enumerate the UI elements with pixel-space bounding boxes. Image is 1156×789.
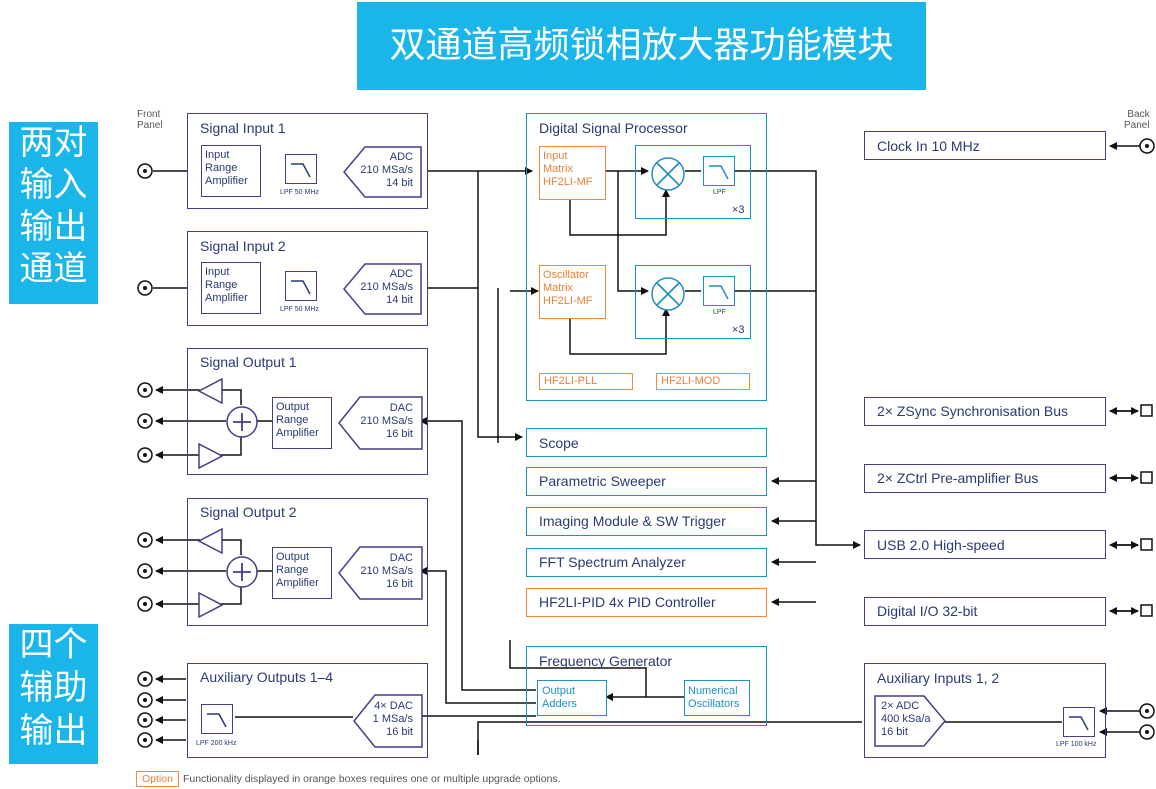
signal-output-2-block: Signal Output 2 Output Range Amplifier D… — [187, 498, 428, 626]
aux-inputs-block: Auxiliary Inputs 1, 2 2× ADC 400 kSa/a 1… — [864, 663, 1106, 758]
frequency-generator-block: Frequency Generator Output Adders Numeri… — [526, 646, 767, 726]
page-title: 双通道高频锁相放大器功能模块 — [357, 2, 926, 90]
zsync-bus[interactable]: 2× ZSync Synchronisation Bus — [864, 397, 1106, 426]
aux-inputs-title: Auxiliary Inputs 1, 2 — [877, 670, 1000, 686]
input-matrix: Input Matrix HF2LI-MF — [539, 146, 606, 200]
pll-option: HF2LI-PLL — [539, 373, 633, 390]
lpf-icon — [285, 271, 317, 301]
mixer-icon — [651, 157, 685, 191]
digital-io[interactable]: Digital I/O 32-bit — [864, 597, 1106, 626]
adc-label: ADC 210 MSa/s 14 bit — [360, 268, 413, 306]
adc-shape — [874, 695, 946, 747]
signal-input-2-block: Signal Input 2 Input Range Amplifier LPF… — [187, 231, 428, 326]
numerical-oscillators: Numerical Oscillators — [684, 680, 750, 716]
pid-module[interactable]: HF2LI-PID 4x PID Controller — [526, 588, 767, 617]
signal-input-1-block: Signal Input 1 Input Range Amplifier LPF… — [187, 113, 428, 209]
dsp-title: Digital Signal Processor — [539, 120, 688, 136]
output-adders: Output Adders — [537, 680, 607, 716]
adc-label: ADC 210 MSa/s 14 bit — [360, 151, 413, 189]
dac-shape — [353, 694, 423, 748]
adc-shape — [343, 146, 422, 198]
x3-label: ×3 — [732, 324, 745, 336]
clock-in[interactable]: Clock In 10 MHz — [864, 131, 1106, 160]
signal-input-1-title: Signal Input 1 — [200, 120, 286, 136]
lpf-label: LPF 100 kHz — [1056, 741, 1097, 748]
demodulator-2: LPF ×3 — [635, 265, 751, 339]
option-legend: Option — [136, 771, 179, 787]
adder-icon — [226, 406, 258, 438]
io-channels-label: 两对 输入 输出 通道 — [9, 122, 98, 304]
dac-label: 4× DAC 1 MSa/s 16 bit — [372, 700, 413, 738]
demodulator-1: LPF ×3 — [635, 145, 751, 219]
dsp-block: Digital Signal Processor Input Matrix HF… — [526, 113, 767, 401]
buffer-icon — [198, 528, 223, 554]
lpf-label: LPF 50 MHz — [280, 189, 319, 196]
signal-input-2-title: Signal Input 2 — [200, 238, 286, 254]
usb-port[interactable]: USB 2.0 High-speed — [864, 530, 1106, 559]
lpf-icon — [285, 154, 317, 184]
adc-shape — [343, 263, 422, 315]
lpf-icon — [703, 276, 735, 306]
output-range-amplifier: Output Range Amplifier — [272, 397, 332, 449]
imaging-module[interactable]: Imaging Module & SW Trigger — [526, 507, 767, 536]
signal-output-1-block: Signal Output 1 Output Range Amplifier D… — [187, 348, 428, 475]
mod-option: HF2LI-MOD — [656, 373, 750, 390]
aux-outputs-block: Auxiliary Outputs 1–4 LPF 200 kHz 4× DAC… — [187, 663, 428, 758]
input-range-amplifier: Input Range Amplifier — [201, 262, 261, 314]
adc-label: 2× ADC 400 kSa/a 16 bit — [881, 700, 931, 738]
lpf-icon — [201, 704, 233, 734]
oscillator-matrix: Oscillator Matrix HF2LI-MF — [539, 265, 606, 319]
mixer-icon — [651, 277, 685, 311]
buffer-icon — [198, 592, 223, 618]
front-panel-label: Front Panel — [137, 109, 163, 131]
dac-shape — [338, 396, 423, 450]
dac-label: DAC 210 MSa/s 16 bit — [360, 402, 413, 440]
fft-module[interactable]: FFT Spectrum Analyzer — [526, 548, 767, 577]
aux-outputs-title: Auxiliary Outputs 1–4 — [200, 669, 334, 685]
dac-label: DAC 210 MSa/s 16 bit — [360, 552, 413, 590]
x3-label: ×3 — [732, 204, 745, 216]
scope-module[interactable]: Scope — [526, 428, 767, 457]
aux-outputs-label: 四个 辅助 输出 — [9, 624, 98, 764]
option-note: Functionality displayed in orange boxes … — [182, 773, 561, 785]
sweeper-module[interactable]: Parametric Sweeper — [526, 467, 767, 496]
zctrl-bus[interactable]: 2× ZCtrl Pre-amplifier Bus — [864, 464, 1106, 493]
lpf-icon — [703, 156, 735, 186]
lpf-label: LPF 200 kHz — [196, 740, 237, 747]
buffer-icon — [198, 378, 223, 404]
signal-output-2-title: Signal Output 2 — [200, 504, 297, 520]
dac-shape — [338, 546, 423, 600]
input-range-amplifier: Input Range Amplifier — [201, 145, 261, 197]
lpf-icon — [1063, 707, 1095, 737]
signal-output-1-title: Signal Output 1 — [200, 354, 297, 370]
buffer-icon — [198, 443, 223, 469]
lpf-label: LPF 50 MHz — [280, 306, 319, 313]
back-panel-label: Back Panel — [1124, 109, 1150, 131]
frequency-generator-title: Frequency Generator — [539, 653, 673, 669]
output-range-amplifier: Output Range Amplifier — [272, 547, 332, 599]
adder-icon — [226, 556, 258, 588]
